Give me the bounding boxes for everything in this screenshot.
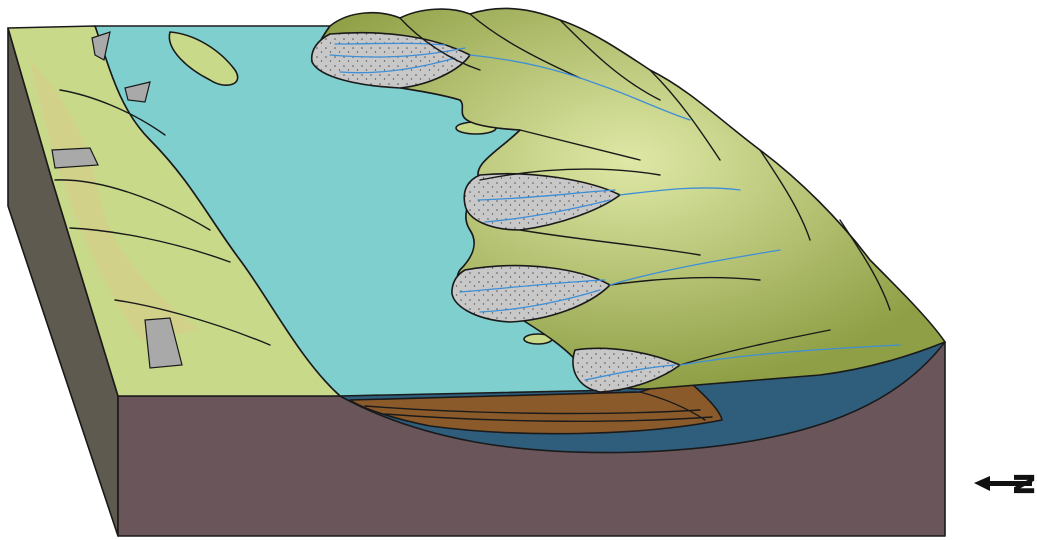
north-label: N xyxy=(1008,472,1037,495)
escarpment xyxy=(52,148,98,168)
north-arrow: N xyxy=(974,472,1037,495)
